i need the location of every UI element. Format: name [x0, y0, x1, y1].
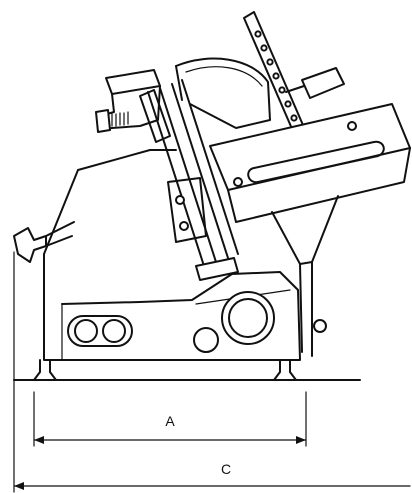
gauge-screw-1 — [175, 195, 185, 205]
knob-shaft-bottom — [45, 235, 73, 247]
sharpener-teeth — [111, 111, 129, 127]
carriage-tray-side — [227, 147, 411, 223]
pusher-arm-holes — [254, 30, 298, 122]
sharpener-end-cap — [95, 109, 111, 133]
rear-leg-right-edge — [311, 195, 339, 357]
blade-plane-line-4 — [181, 79, 239, 255]
rear-leg-left-edge — [271, 211, 303, 353]
carriage-screw-1 — [233, 177, 243, 187]
blade-plane-line-3 — [171, 83, 229, 259]
stop-button-icon — [102, 319, 126, 343]
thickness-knob-icon — [13, 227, 47, 263]
dimension-c-arrow-left — [14, 482, 24, 490]
rear-knob-icon — [313, 319, 327, 333]
blade-base-block — [195, 257, 239, 281]
sharpener-post — [139, 89, 171, 143]
blade-guard-inner-curve — [185, 66, 263, 87]
carriage-screw-2 — [347, 121, 357, 131]
pusher-handle-shaft — [285, 85, 305, 93]
base-housing-outline — [43, 169, 301, 361]
front-foot — [33, 359, 57, 381]
rear-foot — [273, 359, 297, 381]
knob-shaft-top — [45, 221, 75, 237]
gauge-screw-2 — [179, 221, 189, 231]
dimension-a-arrow-right — [296, 436, 306, 444]
dimension-c: C — [13, 251, 411, 493]
dimension-c-label: C — [221, 461, 231, 477]
gauge-plate — [167, 177, 207, 243]
blade-guard-front-edge — [175, 65, 183, 101]
carriage-handle-slot — [247, 140, 385, 184]
indicator-light-icon — [193, 327, 219, 353]
motor-cover-inner — [228, 298, 268, 338]
pusher-handle-icon — [301, 67, 345, 99]
dimension-a: A — [33, 391, 307, 447]
blade-guard-top — [175, 57, 271, 129]
dimension-a-label: A — [165, 413, 175, 429]
start-button-icon — [74, 319, 98, 343]
dimension-a-arrow-left — [34, 436, 44, 444]
housing-top-edge — [77, 149, 177, 171]
carriage-tray — [209, 103, 411, 191]
rear-leg-joint — [299, 261, 313, 265]
